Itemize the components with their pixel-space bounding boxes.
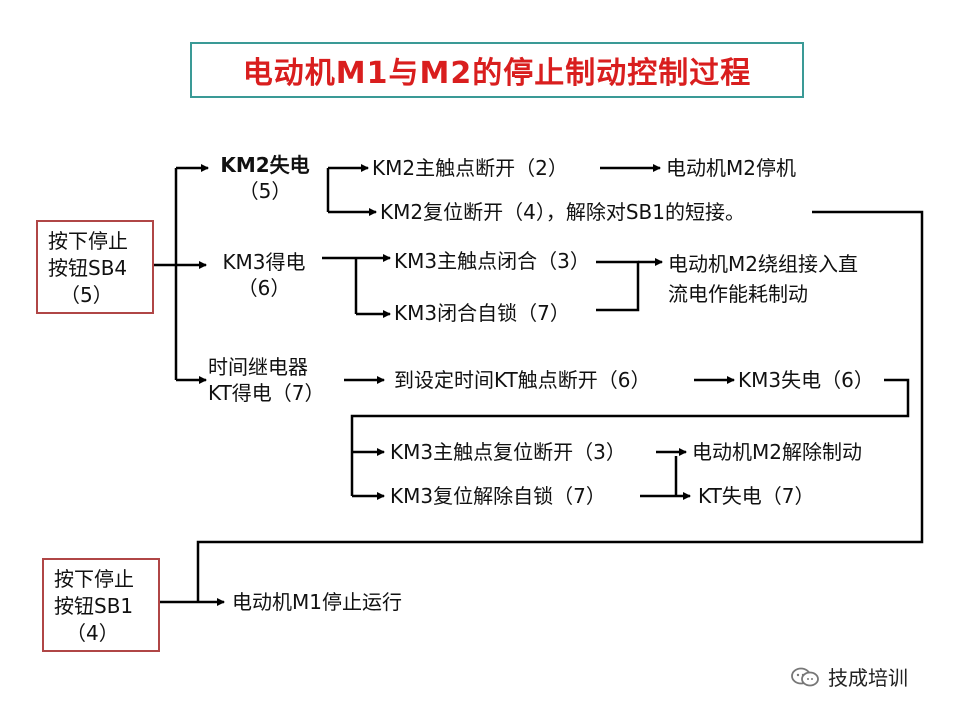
kt-on-line-1: 时间继电器 — [208, 355, 308, 379]
km3-on-line-1: KM3得电 — [222, 250, 306, 274]
km3-on-node: KM3得电 （6） — [208, 249, 320, 301]
connector-km3-join — [596, 260, 640, 312]
kt-on-node: 时间继电器 KT得电（7） — [208, 354, 325, 406]
chat-bubble-icon — [791, 667, 819, 686]
sb1-line-1: 按下停止 — [54, 567, 134, 591]
km3-selflock-node: KM3闭合自锁（7） — [394, 301, 570, 325]
kt-off-node: KT失电（7） — [698, 484, 815, 508]
m2-brake-node: 电动机M2绕组接入直 流电作能耗制动 — [668, 249, 858, 309]
watermark: 技成培训 — [790, 662, 908, 691]
m2-stop-node: 电动机M2停机 — [666, 156, 796, 180]
m1-stop-node: 电动机M1停止运行 — [232, 590, 402, 614]
connector-loop-km3-off — [350, 378, 910, 496]
sb4-line-1: 按下停止 — [48, 229, 128, 253]
m2-brake-line-2: 流电作能耗制动 — [668, 282, 808, 306]
km2-off-node: KM2失电 （5） — [210, 152, 320, 204]
km3-off-node: KM3失电（6） — [738, 368, 874, 392]
sb4-line-3: （5） — [60, 283, 113, 307]
kt-on-line-2: KT得电（7） — [208, 381, 325, 405]
m2-unbrake-node: 电动机M2解除制动 — [692, 440, 862, 464]
start-box-sb1: 按下停止 按钮SB1 （4） — [42, 558, 160, 652]
km2-reset-node: KM2复位断开（4），解除对SB1的短接。 — [380, 200, 745, 224]
km2-off-line-2: （5） — [238, 179, 292, 203]
watermark-text: 技成培训 — [828, 666, 908, 690]
km3-main-close-node: KM3主触点闭合（3） — [394, 249, 590, 273]
sb1-line-2: 按钮SB1 — [54, 594, 134, 618]
km3-main-reset-node: KM3主触点复位断开（3） — [390, 440, 626, 464]
km3-unlock-node: KM3复位解除自锁（7） — [390, 484, 606, 508]
sb1-line-3: （4） — [66, 621, 119, 645]
sb4-line-2: 按钮SB4 — [48, 256, 128, 280]
km3-on-line-2: （6） — [237, 276, 291, 300]
m2-brake-line-1: 电动机M2绕组接入直 — [668, 252, 858, 276]
km2-main-open-node: KM2主触点断开（2） — [372, 156, 568, 180]
diagram-title: 电动机M1与M2的停止制动控制过程 — [190, 42, 804, 98]
start-box-sb4: 按下停止 按钮SB4 （5） — [36, 220, 154, 314]
km2-off-line-1: KM2失电 — [220, 153, 310, 177]
kt-open-node: 到设定时间KT触点断开（6） — [394, 368, 651, 392]
connector-km2-reset-return — [196, 210, 924, 602]
